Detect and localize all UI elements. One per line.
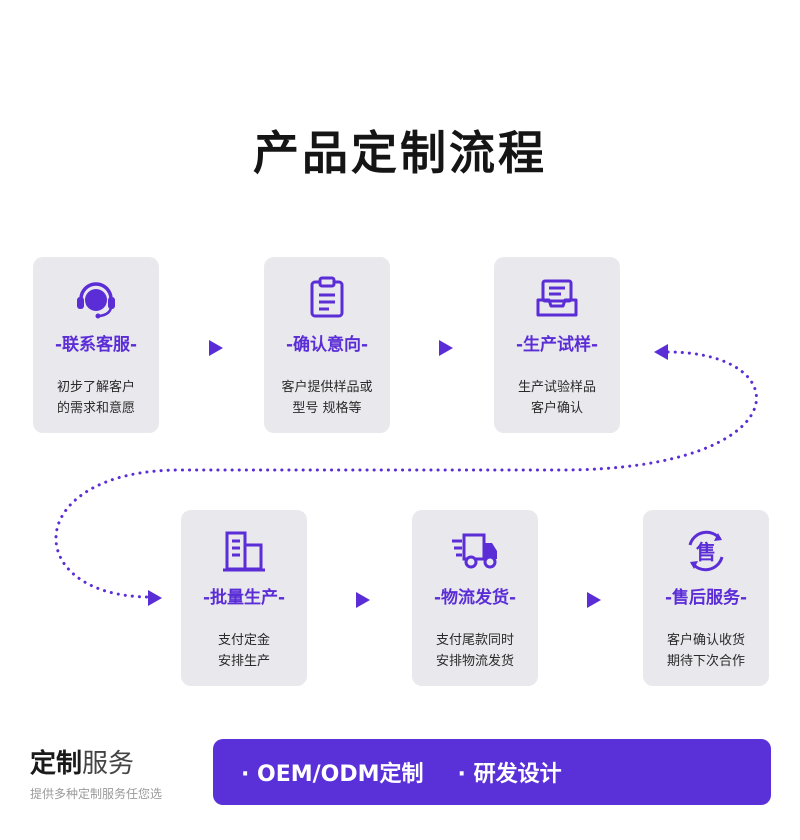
service-banner: · OEM/ODM定制 · 研发设计 (213, 739, 771, 805)
step-desc-line: 期待下次合作 (666, 654, 745, 669)
arrow-right-icon (439, 340, 453, 356)
headset-icon (71, 273, 121, 323)
step-label: -售后服务- (664, 588, 748, 608)
step-label: -物流发货- (433, 588, 517, 608)
step-desc-line: 生产试验样品 (517, 380, 596, 395)
step-description: 客户提供样品或 型号 规格等 (270, 377, 384, 419)
arrow-right-icon (209, 340, 223, 356)
page-title: 产品定制流程 (253, 126, 547, 180)
arrow-left-icon (654, 344, 668, 360)
step-desc-line: 客户确认收货 (666, 633, 745, 648)
step-desc-line: 型号 规格等 (292, 401, 362, 416)
delivery-truck-icon (450, 526, 500, 576)
footer-title-bold: 定制 (30, 749, 83, 779)
step-card-contact-service: -联系客服- 初步了解客户 的需求和意愿 (33, 257, 159, 433)
after-sales-glyph: 售 (696, 540, 716, 564)
banner-item-rd-design: · 研发设计 (457, 762, 562, 787)
footer-title: 定制服务 (30, 743, 134, 780)
footer-subtitle: 提供多种定制服务任您选 (30, 787, 163, 801)
step-desc-line: 客户提供样品或 (281, 380, 373, 395)
inbox-tray-icon (532, 273, 582, 323)
step-desc-line: 的需求和意愿 (56, 401, 135, 416)
step-card-sample-production: -生产试样- 生产试验样品 客户确认 (494, 257, 620, 433)
step-desc-line: 初步了解客户 (56, 380, 135, 395)
step-desc-line: 安排物流发货 (435, 654, 514, 669)
factory-building-icon (219, 526, 269, 576)
step-desc-line: 支付尾款同时 (435, 633, 514, 648)
step-card-mass-production: -批量生产- 支付定金 安排生产 (181, 510, 307, 686)
step-label: -生产试样- (515, 335, 599, 355)
step-desc-line: 支付定金 (217, 633, 270, 648)
banner-item-oem-odm: · OEM/ODM定制 (241, 762, 424, 787)
step-label: -批量生产- (202, 588, 286, 608)
step-description: 初步了解客户 的需求和意愿 (39, 377, 153, 419)
step-description: 支付定金 安排生产 (187, 630, 301, 672)
clipboard-icon (302, 273, 352, 323)
step-description: 生产试验样品 客户确认 (500, 377, 614, 419)
arrow-right-icon (356, 592, 370, 608)
after-sales-icon: 售 (681, 526, 731, 576)
step-card-after-sales: 售 -售后服务- 客户确认收货 期待下次合作 (643, 510, 769, 686)
step-desc-line: 安排生产 (217, 654, 270, 669)
step-desc-line: 客户确认 (530, 401, 583, 416)
step-description: 支付尾款同时 安排物流发货 (418, 630, 532, 672)
step-description: 客户确认收货 期待下次合作 (649, 630, 763, 672)
step-card-logistics-shipping: -物流发货- 支付尾款同时 安排物流发货 (412, 510, 538, 686)
step-label: -联系客服- (54, 335, 138, 355)
arrow-right-icon (587, 592, 601, 608)
dotted-connector-path (54, 350, 758, 599)
step-card-confirm-intent: -确认意向- 客户提供样品或 型号 规格等 (264, 257, 390, 433)
step-label: -确认意向- (285, 335, 369, 355)
footer-title-light: 服务 (82, 749, 135, 779)
arrow-right-icon (148, 590, 162, 606)
